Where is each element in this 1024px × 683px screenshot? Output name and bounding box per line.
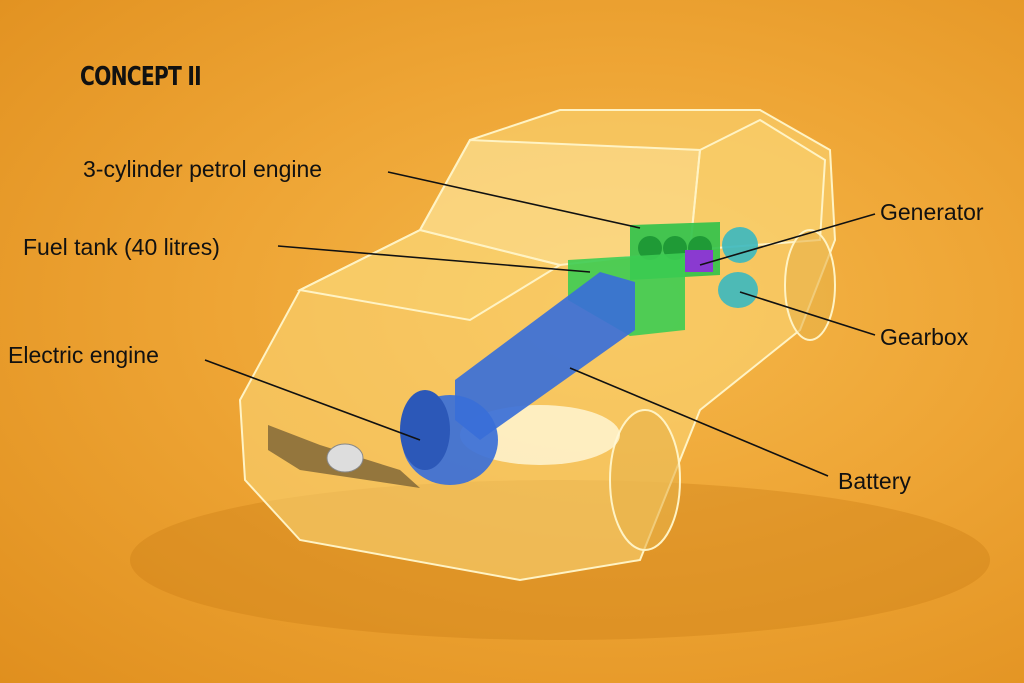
gearbox — [718, 272, 758, 308]
electric-engine — [400, 390, 498, 485]
leader-lines — [204, 171, 876, 477]
generator — [685, 250, 713, 272]
battery — [455, 272, 635, 440]
leader-petrol-engine — [387, 171, 641, 229]
leader-gearbox — [739, 291, 876, 336]
wheels — [609, 229, 836, 551]
label-fuel-tank: Fuel tank (40 litres) — [23, 234, 220, 260]
grille — [268, 425, 420, 488]
generator-housing — [722, 227, 758, 263]
label-petrol-engine: 3-cylinder petrol engine — [83, 156, 323, 182]
leader-electric-engine — [204, 359, 421, 441]
label-gearbox: Gearbox — [880, 324, 969, 350]
label-electric-engine: Electric engine — [8, 342, 159, 368]
leader-battery — [569, 367, 829, 477]
leader-fuel-tank — [277, 245, 591, 273]
leader-generator — [699, 213, 876, 266]
label-generator: Generator — [880, 199, 984, 225]
diagram-title: CONCEPT II — [80, 62, 202, 92]
label-battery: Battery — [838, 468, 911, 494]
